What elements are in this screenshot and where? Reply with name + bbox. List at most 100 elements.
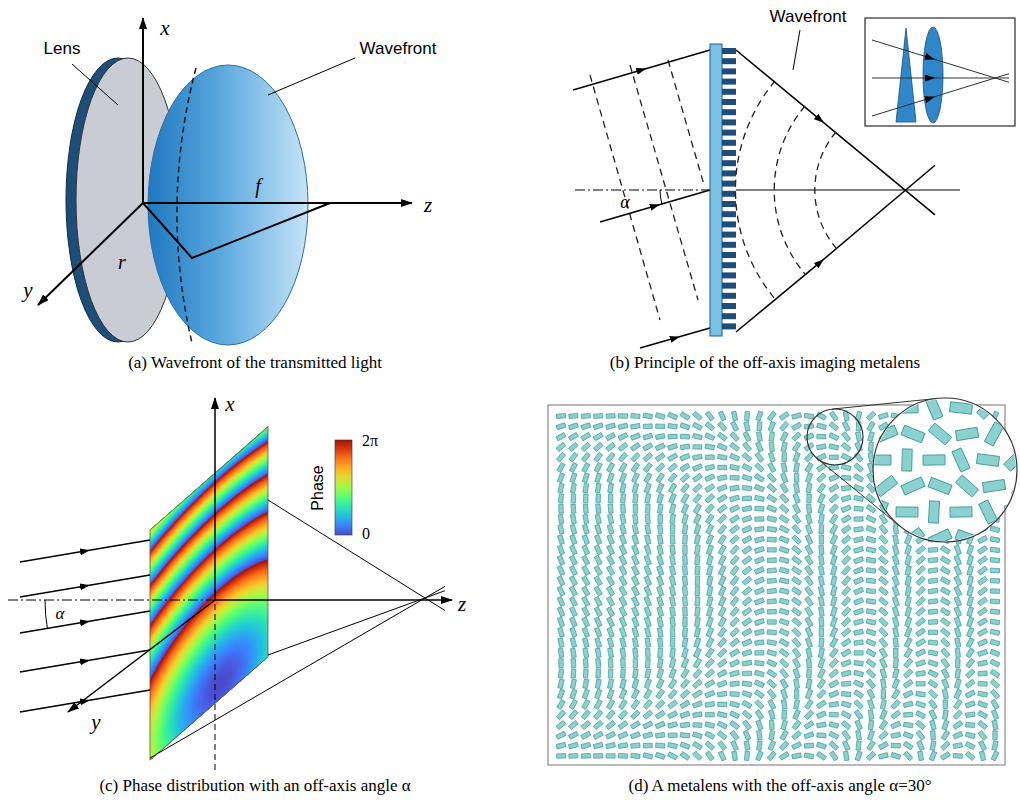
nanofin xyxy=(894,648,898,657)
nanofin xyxy=(916,607,926,616)
nanofin xyxy=(841,638,851,647)
nanofin xyxy=(757,422,762,431)
nanofin xyxy=(558,638,564,648)
nanofin xyxy=(706,627,714,637)
nanofin xyxy=(929,710,937,720)
metalens-substrate xyxy=(710,44,722,336)
nanofin xyxy=(632,524,638,534)
axis-label: y xyxy=(91,712,100,733)
nanofin xyxy=(618,442,628,451)
nanofin xyxy=(559,659,564,668)
angle-arc xyxy=(45,600,47,628)
nanofin xyxy=(792,576,802,585)
nanofin xyxy=(570,473,577,483)
nanofin xyxy=(780,494,789,504)
nanopillar xyxy=(722,140,736,146)
nanopillar xyxy=(722,191,736,197)
phase-ring xyxy=(150,427,268,760)
nanofin xyxy=(841,701,851,708)
nanofin xyxy=(854,577,864,585)
nanofin xyxy=(842,681,851,686)
nanofin xyxy=(905,545,912,555)
nanofin xyxy=(732,411,738,421)
nanofin xyxy=(644,689,652,699)
phase-ring xyxy=(150,427,268,760)
phase-ring xyxy=(168,586,268,760)
nanofin xyxy=(693,433,703,439)
nanofin xyxy=(683,535,688,544)
nanofin xyxy=(630,443,640,452)
nanofin xyxy=(681,504,688,514)
nanofin xyxy=(657,555,664,565)
nanofin xyxy=(866,411,875,421)
axis-label: y xyxy=(23,280,32,301)
nanofin xyxy=(717,514,726,523)
nanofin xyxy=(680,752,690,761)
nanofin xyxy=(955,638,961,648)
nanofin xyxy=(856,432,862,442)
nanofin xyxy=(923,455,945,465)
nanofin xyxy=(693,712,703,718)
phase-ring xyxy=(155,561,269,760)
nanofin xyxy=(928,588,938,594)
nanofin xyxy=(830,524,838,534)
nanofin xyxy=(718,751,725,761)
nanofin xyxy=(866,629,876,636)
nanofin xyxy=(928,529,952,547)
nanofin xyxy=(632,545,639,555)
nanofin xyxy=(571,504,576,513)
phase-ring xyxy=(150,427,268,760)
nanofin xyxy=(558,524,564,534)
nanofin xyxy=(841,628,851,637)
zoom-region xyxy=(807,409,863,465)
nanofin xyxy=(779,588,789,594)
nanofin xyxy=(693,679,703,688)
nanofin xyxy=(730,681,739,686)
nanofin xyxy=(657,607,664,617)
phase-ring xyxy=(150,427,268,760)
phase-ring xyxy=(150,427,268,760)
phase-ring xyxy=(152,555,269,760)
nanofin xyxy=(593,742,603,749)
nanofin xyxy=(950,507,972,517)
nanofin xyxy=(942,679,949,689)
nanofin xyxy=(875,397,885,419)
nanofin xyxy=(582,638,589,648)
nanofin xyxy=(768,699,776,709)
nanofin xyxy=(879,617,889,626)
phase-ring xyxy=(150,427,268,760)
incident-wavefront xyxy=(630,65,698,300)
nanofin xyxy=(606,731,616,739)
nanofin xyxy=(631,576,639,586)
nanofin xyxy=(805,555,814,565)
nanofin xyxy=(608,679,614,689)
nanofin xyxy=(594,710,603,720)
nanofin xyxy=(755,452,764,462)
nanofin xyxy=(658,514,663,523)
nanofin xyxy=(978,546,988,555)
nanofin xyxy=(583,669,588,678)
nanofin xyxy=(818,576,824,586)
nanofin xyxy=(755,710,764,720)
nanofin xyxy=(682,566,687,575)
nanofin xyxy=(657,545,663,555)
panel-b xyxy=(573,18,1015,348)
nanofin xyxy=(644,586,652,596)
nanofin xyxy=(990,629,1000,635)
nanofin xyxy=(568,432,578,440)
nanofin xyxy=(829,514,838,524)
nanofin xyxy=(730,432,739,442)
nanofin xyxy=(643,721,653,729)
nanofin xyxy=(595,514,601,524)
nanofin xyxy=(718,524,727,534)
axis-label: x xyxy=(160,18,169,39)
nanofin xyxy=(594,576,602,586)
nanofin xyxy=(569,699,577,709)
nanofin xyxy=(779,536,789,544)
nanofin xyxy=(569,576,577,586)
nanofin xyxy=(754,608,764,615)
incident-ray xyxy=(600,190,710,222)
nanofin xyxy=(557,565,565,575)
phase-ring xyxy=(150,427,268,760)
nanofin xyxy=(779,515,789,524)
